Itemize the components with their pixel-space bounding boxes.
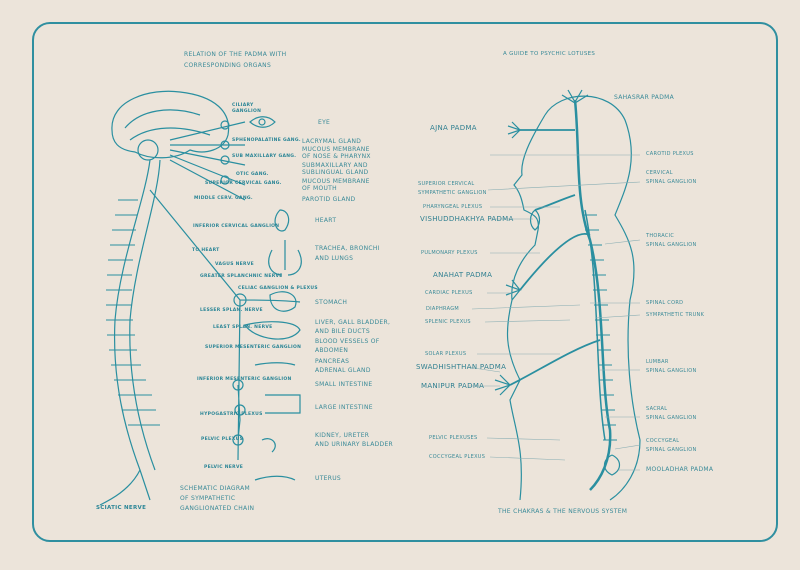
anatomy-label: PELVIC PLEXUSES bbox=[429, 435, 478, 441]
anatomy-label: PHARYNGEAL PLEXUS bbox=[423, 204, 483, 210]
organ-label: ADRENAL GLAND bbox=[315, 367, 371, 374]
organ-label: SMALL INTESTINE bbox=[315, 381, 373, 388]
chakra-label-vishuddhakhya: VISHUDDHAKHYA PADMA bbox=[420, 215, 514, 223]
organ-label: UTERUS bbox=[315, 475, 342, 482]
anatomy-label: THORACIC bbox=[646, 233, 675, 239]
anatomy-label: COCCYGEAL PLEXUS bbox=[429, 454, 486, 460]
anatomy-label: SPINAL GANGLION bbox=[646, 447, 697, 453]
organ-label: LIVER, GALL BLADDER, bbox=[315, 319, 391, 326]
organ-label: MUCOUS MEMBRANE bbox=[302, 146, 370, 153]
chakra-label-anahat: ANAHAT PADMA bbox=[433, 271, 493, 279]
anatomy-label: CERVICAL bbox=[646, 170, 673, 176]
ganglion-label: INFERIOR MESENTERIC GANGLION bbox=[197, 377, 292, 382]
organ-label: EYE bbox=[318, 119, 331, 126]
anatomy-label: COCCYGEAL bbox=[646, 438, 680, 444]
organ-label: AND BILE DUCTS bbox=[315, 328, 370, 335]
anatomy-label: SACRAL bbox=[646, 406, 668, 412]
anatomy-label: SPLENIC PLEXUS bbox=[425, 319, 471, 325]
anatomy-label: LUMBAR bbox=[646, 359, 669, 365]
schematic-label: GANGLIONATED CHAIN bbox=[180, 505, 255, 512]
ganglion-label: PELVIC NERVE bbox=[204, 465, 244, 470]
right-title: A GUIDE TO PSYCHIC LOTUSES bbox=[503, 51, 596, 57]
anatomy-label: SPINAL GANGLION bbox=[646, 242, 697, 248]
ganglion-label: LESSER SPLAN. NERVE bbox=[200, 308, 263, 313]
ganglion-label: OTIC GANG. bbox=[236, 172, 269, 177]
organ-label: SUBLINGUAL GLAND bbox=[302, 169, 369, 176]
organ-label: LACRYMAL GLAND bbox=[302, 138, 362, 145]
anatomy-label: CAROTID PLEXUS bbox=[646, 151, 694, 157]
chakra-label-ajna: AJNA PADMA bbox=[430, 124, 477, 132]
organ-label: HEART bbox=[315, 217, 337, 224]
ganglion-label: GANGLION bbox=[232, 109, 262, 114]
organ-label: KIDNEY, URETER bbox=[315, 432, 370, 439]
organ-label: STOMACH bbox=[315, 299, 348, 306]
ganglion-label: VAGUS NERVE bbox=[215, 262, 254, 267]
schematic-label: SCHEMATIC DIAGRAM bbox=[180, 485, 250, 492]
anatomy-label: CARDIAC PLEXUS bbox=[425, 290, 473, 296]
left-title-line1: RELATION OF THE PADMA WITH bbox=[184, 51, 287, 58]
anatomy-label: DIAPHRAGM bbox=[426, 306, 460, 312]
anatomy-label: SPINAL GANGLION bbox=[646, 368, 697, 374]
right-caption: THE CHAKRAS & THE NERVOUS SYSTEM bbox=[498, 508, 628, 515]
anatomy-label: PULMONARY PLEXUS bbox=[421, 250, 478, 256]
anatomy-label: SYMPATHETIC TRUNK bbox=[646, 312, 705, 318]
ganglion-label: SPHENOPALATINE GANG. bbox=[232, 138, 301, 143]
ganglion-label: SUPERIOR CERVICAL GANG. bbox=[205, 181, 282, 186]
anatomy-label: SPINAL GANGLION bbox=[646, 415, 697, 421]
organ-label: AND LUNGS bbox=[315, 255, 354, 262]
organ-label: TRACHEA, BRONCHI bbox=[315, 245, 380, 252]
chakra-label-sahasrar: SAHASRAR PADMA bbox=[614, 94, 674, 101]
ganglion-label: HYPOGASTRIC PLEXUS bbox=[200, 412, 263, 417]
organ-label: ABDOMEN bbox=[315, 347, 349, 354]
anatomy-label: SYMPATHETIC GANGLION bbox=[418, 190, 487, 196]
right-chakra-body-drawing bbox=[466, 89, 641, 501]
ganglion-label: GREATER SPLANCHNIC NERVE bbox=[200, 274, 283, 279]
chakra-label-manipur: MANIPUR PADMA bbox=[421, 382, 485, 390]
organ-label: AND URINARY BLADDER bbox=[315, 441, 394, 448]
anatomy-label: SUPERIOR CERVICAL bbox=[418, 181, 475, 187]
organ-label: PAROTID GLAND bbox=[302, 196, 356, 203]
ganglion-label: SUPERIOR MESENTERIC GANGLION bbox=[205, 345, 302, 350]
organ-label: OF NOSE & PHARYNX bbox=[302, 153, 371, 160]
organ-label: MUCOUS MEMBRANE bbox=[302, 178, 370, 185]
ganglion-label: CILIARY bbox=[232, 103, 254, 108]
ganglion-label: CELIAC GANGLION & PLEXUS bbox=[238, 286, 318, 291]
organ-label: LARGE INTESTINE bbox=[315, 404, 373, 411]
chakra-label-mooladhar: MOOLADHAR PADMA bbox=[646, 466, 714, 473]
ganglion-label: LEAST SPLAN. NERVE bbox=[213, 325, 273, 330]
anatomy-label: SPINAL GANGLION bbox=[646, 179, 697, 185]
organ-label: BLOOD VESSELS OF bbox=[315, 338, 380, 345]
organ-label: OF MOUTH bbox=[302, 185, 337, 192]
ganglion-label: MIDDLE CERV. GANG. bbox=[194, 196, 253, 201]
schematic-label: OF SYMPATHETIC bbox=[180, 495, 236, 502]
left-nervous-system-drawing bbox=[99, 90, 302, 506]
anatomy-label: SPINAL CORD bbox=[646, 300, 684, 306]
ganglion-label: INFERIOR CERVICAL GANGLION bbox=[193, 224, 280, 229]
ganglion-label: TO HEART bbox=[192, 248, 220, 253]
organ-label: PANCREAS bbox=[315, 358, 350, 365]
anatomy-label: SOLAR PLEXUS bbox=[425, 351, 467, 357]
ganglion-label: SUB MAXILLARY GANG. bbox=[232, 154, 297, 159]
chakra-label-swadhishthan: SWADHISHTHAN PADMA bbox=[416, 363, 507, 371]
ganglion-label: PELVIC PLEXUS bbox=[201, 437, 244, 442]
left-title-line2: CORRESPONDING ORGANS bbox=[184, 62, 272, 69]
organ-label: SUBMAXILLARY AND bbox=[302, 162, 368, 169]
sciatic-nerve-label: SCIATIC NERVE bbox=[96, 505, 147, 511]
page-border bbox=[32, 22, 778, 542]
